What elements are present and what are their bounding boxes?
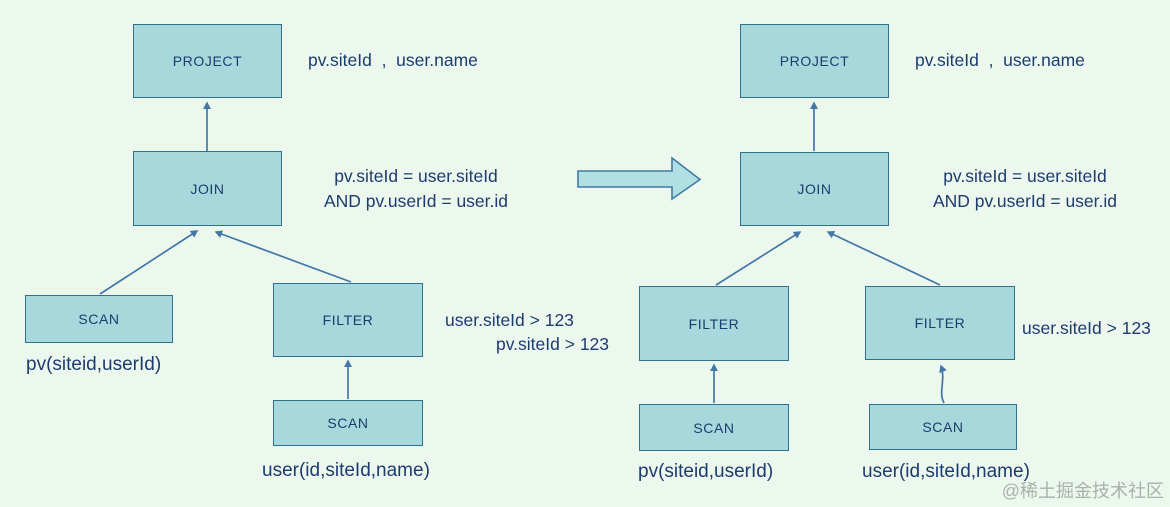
- left-join-condition-line2: AND pv.userId = user.id: [324, 191, 508, 211]
- left-scan-pv-node: SCAN: [25, 295, 173, 343]
- left-join-condition-line1: pv.siteId = user.siteId: [334, 166, 498, 186]
- left-scan-user-caption: user(id,siteId,name): [262, 460, 430, 481]
- right-scan-user-node: SCAN: [869, 404, 1017, 450]
- right-scan-pv-node: SCAN: [639, 404, 789, 451]
- left-filter-node: FILTER: [273, 283, 423, 357]
- right-scan-pv-label: SCAN: [693, 419, 735, 436]
- right-filter-user-to-join-arrow: [826, 230, 941, 286]
- left-filter-to-join-arrow: [214, 230, 352, 283]
- right-scan-pv-caption: pv(siteid,userId): [638, 461, 774, 482]
- right-join-node: JOIN: [740, 152, 889, 226]
- left-filter-label: FILTER: [322, 312, 374, 328]
- left-scan-pv-to-join-arrow: [99, 230, 199, 295]
- right-project-node: PROJECT: [740, 24, 889, 98]
- left-project-node: PROJECT: [133, 24, 282, 98]
- right-project-label: PROJECT: [779, 53, 850, 69]
- left-project-annotation: pv.siteId , user.name: [308, 50, 478, 70]
- watermark: @稀土掘金技术社区: [1001, 481, 1164, 501]
- right-join-label: JOIN: [797, 181, 832, 197]
- right-project-annotation: pv.siteId , user.name: [915, 50, 1085, 70]
- right-join-condition-line1: pv.siteId = user.siteId: [943, 166, 1107, 186]
- right-scan-user-to-filter-arrow: [939, 364, 947, 404]
- right-filter-pv-label: FILTER: [688, 315, 740, 332]
- left-scan-pv-caption: pv(siteid,userId): [26, 354, 162, 375]
- right-scan-user-caption: user(id,siteId,name): [862, 461, 1030, 482]
- right-filter-pv-to-join-arrow: [715, 231, 802, 286]
- left-join-node: JOIN: [133, 151, 282, 226]
- left-filter-condition-line2: pv.siteId > 123: [496, 334, 610, 354]
- left-scan-user-label: SCAN: [327, 415, 369, 431]
- left-scan-user-node: SCAN: [273, 400, 423, 446]
- left-filter-condition-line1: user.siteId > 123: [445, 310, 574, 330]
- right-filter-pv-node: FILTER: [639, 286, 789, 361]
- right-filter-user-label: FILTER: [914, 315, 966, 331]
- rewrite-arrow-icon: [577, 156, 702, 201]
- right-join-annotation: pv.siteId = user.siteId AND pv.userId = …: [912, 164, 1138, 214]
- right-scan-user-label: SCAN: [922, 419, 964, 435]
- right-filter-user-node: FILTER: [865, 286, 1015, 360]
- left-project-label: PROJECT: [172, 53, 243, 69]
- right-join-condition-line2: AND pv.userId = user.id: [933, 191, 1117, 211]
- left-join-label: JOIN: [190, 180, 225, 197]
- left-scan-pv-label: SCAN: [78, 311, 120, 327]
- left-join-annotation: pv.siteId = user.siteId AND pv.userId = …: [303, 164, 529, 214]
- right-filter-user-condition: user.siteId > 123: [1022, 318, 1151, 338]
